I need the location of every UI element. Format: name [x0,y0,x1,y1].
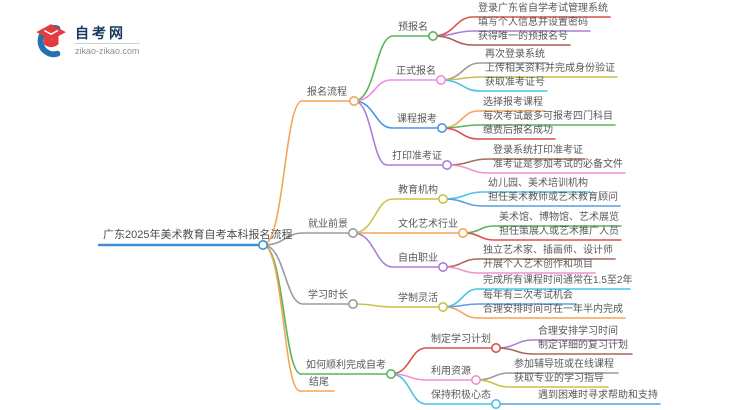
mindmap-node-l15[interactable]: 担任策展人或艺术推广人员 [499,226,619,237]
mindmap-node-l25[interactable]: 遇到困难时寻求帮助和支持 [538,390,658,401]
branch-line-b1 [262,100,351,246]
mindmap-node-l21[interactable]: 合理安排学习时间 [538,326,618,337]
branch-line-l9 [441,127,556,140]
node-collapse-handle-b3[interactable] [347,298,358,309]
branch-line-l11 [446,164,626,174]
node-collapse-handle-c8[interactable] [437,301,448,312]
branch-line-l3 [432,35,571,46]
node-collapse-handle-c6[interactable] [457,228,468,239]
mindmap-node-c11[interactable]: 保持积极心态 [431,390,491,401]
mindmap-node-c9[interactable]: 制定学习计划 [431,334,491,345]
branch-line-l20 [442,306,626,319]
mindmap-node-c6[interactable]: 文化艺术行业 [398,219,458,230]
mindmap-node-c7[interactable]: 自由职业 [398,253,438,264]
mindmap-node-l2[interactable]: 填写个人信息并设置密码 [478,17,588,28]
node-collapse-handle-c7[interactable] [437,261,448,272]
mindmap-node-b5[interactable]: 结尾 [309,377,329,388]
branch-line-l24 [475,379,609,388]
branch-line-c8 [352,303,440,308]
mindmap-node-root[interactable]: 广东2025年美术教育自考本科报名流程 [103,229,293,241]
branch-line-c9 [390,347,493,375]
node-collapse-handle-root[interactable] [257,240,268,251]
node-collapse-handle-b1[interactable] [348,96,359,107]
mindmap-node-c1[interactable]: 预报名 [398,22,428,33]
mindmap-node-l13[interactable]: 担任美术教师或艺术教育顾问 [488,192,618,203]
mindmap-node-l8[interactable]: 每次考试最多可报考四门科目 [483,111,613,122]
mindmap-node-l16[interactable]: 独立艺术家、插画师、设计师 [483,245,613,256]
mindmap-node-l11[interactable]: 准考证是参加考试的必备文件 [493,159,623,170]
mindmap-node-l7[interactable]: 选择报考课程 [483,97,543,108]
node-collapse-handle-c11[interactable] [490,398,501,409]
graduation-cap-logo-icon [36,24,66,58]
mindmap-node-l18[interactable]: 完成所有课程时间通常在1.5至2年 [483,275,633,286]
mindmap-node-l10[interactable]: 登录系统打印准考证 [493,145,583,156]
site-domain: zikao-zikao.com [75,42,140,56]
branch-line-c3 [353,100,439,129]
mindmap-node-c2[interactable]: 正式报名 [396,66,436,77]
mindmap-node-l9[interactable]: 缴费后报名成功 [483,125,553,136]
branch-line-l22 [495,347,633,355]
branch-line-c4 [353,100,444,166]
site-name: 自考网 [75,24,126,41]
mindmap-node-l4[interactable]: 再次登录系统 [485,49,545,60]
node-collapse-handle-c2[interactable] [435,75,446,86]
branch-line-l17 [442,266,596,274]
node-collapse-handle-b2[interactable] [347,228,358,239]
mindmap-node-c3[interactable]: 课程报考 [397,114,437,125]
node-collapse-handle-b4[interactable] [385,368,396,379]
branch-line-b3 [262,244,350,305]
mindmap-node-l5[interactable]: 上传相关资料并完成身份验证 [485,63,615,74]
mindmap-node-l23[interactable]: 参加辅导班或在线课程 [514,359,614,370]
mindmap-node-b4[interactable]: 如何顺利完成自考 [306,360,386,371]
mindmap-node-l3[interactable]: 获得唯一的预报名号 [478,31,568,42]
mindmap-node-b2[interactable]: 就业前景 [308,219,348,230]
mindmap-node-c5[interactable]: 教育机构 [398,185,438,196]
branch-line-c7 [352,232,440,268]
node-collapse-handle-c9[interactable] [490,342,501,353]
mindmap-node-l12[interactable]: 幼儿园、美术培训机构 [488,178,588,189]
node-collapse-handle-c3[interactable] [436,123,447,134]
mindmap-node-c10[interactable]: 利用资源 [431,366,471,377]
mindmap-node-c8[interactable]: 学制灵活 [398,293,438,304]
mindmap-node-l1[interactable]: 登录广东省自学考试管理系统 [478,3,608,14]
mindmap-node-c4[interactable]: 打印准考证 [392,151,442,162]
mindmap-node-l19[interactable]: 每年有三次考试机会 [483,290,573,301]
mindmap-node-l14[interactable]: 美术馆、博物馆、艺术展览 [499,212,619,223]
node-collapse-handle-c10[interactable] [470,374,481,385]
logo[interactable]: 自考网 zikao-zikao.com [30,21,140,59]
node-collapse-handle-c5[interactable] [437,194,448,205]
mindmap-node-b1[interactable]: 报名流程 [307,87,347,98]
node-collapse-handle-c1[interactable] [427,30,438,41]
branch-line-c11 [390,373,493,405]
mindmap-node-l20[interactable]: 合理安排时间可在一年半内完成 [483,304,623,315]
mindmap-node-b3[interactable]: 学习时长 [308,290,348,301]
branch-line-l13 [442,198,621,207]
node-collapse-handle-c4[interactable] [441,160,452,171]
mindmap-node-l24[interactable]: 获取专业的学习指导 [514,373,604,384]
branch-line-c5 [352,198,440,234]
branch-line-b2 [262,232,350,246]
branch-line-b5 [262,244,335,392]
mindmap-node-l17[interactable]: 开展个人艺术创作和项目 [483,259,593,270]
mindmap-node-l22[interactable]: 制定详细的复习计划 [538,340,628,351]
branch-line-c2 [353,79,438,102]
mindmap-node-l6[interactable]: 获取准考证号 [485,77,545,88]
branch-line-l6 [440,79,548,92]
branch-line-c1 [353,35,430,102]
